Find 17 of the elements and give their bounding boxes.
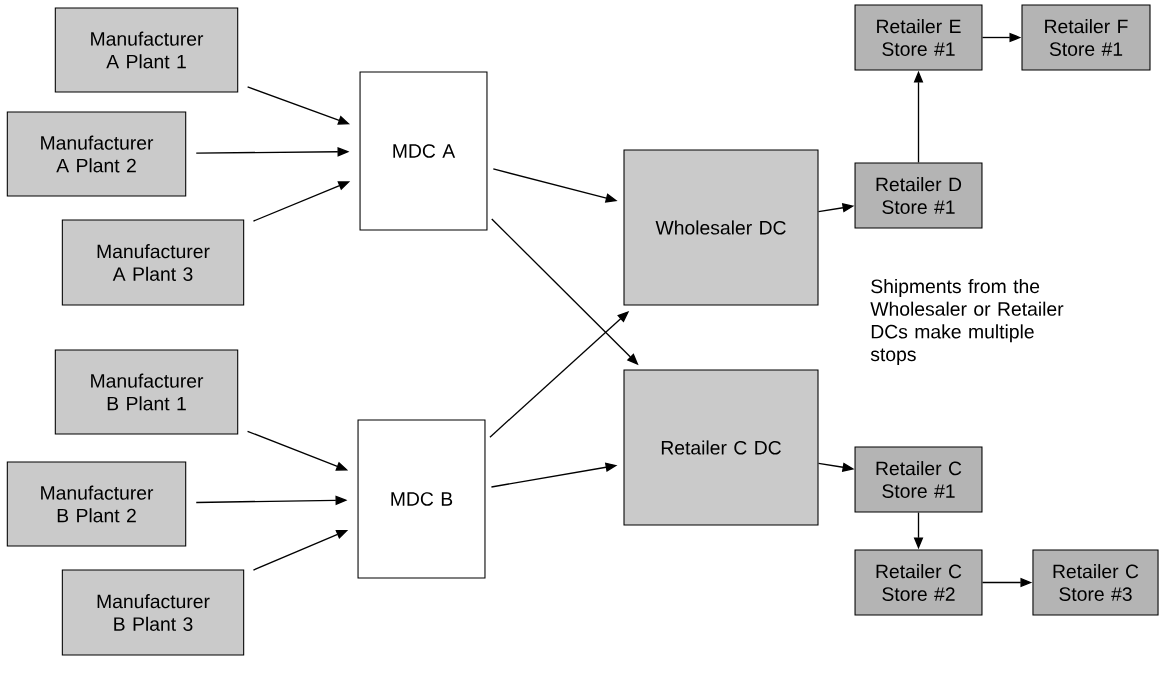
plant-box: Manufacturer A Plant 3 — [61, 219, 245, 306]
store-box: Retailer C Store #3 — [1032, 549, 1159, 616]
store-box: Retailer C Store #2 — [854, 549, 983, 616]
distribution-center-box: Wholesaler DC — [623, 149, 819, 306]
store-box: Retailer E Store #1 — [854, 4, 983, 71]
store-box: Retailer C Store #1 — [854, 446, 983, 513]
store-box: Retailer D Store #1 — [854, 162, 983, 229]
plant-box: Manufacturer B Plant 2 — [6, 461, 187, 547]
plant-box: Manufacturer A Plant 2 — [6, 111, 187, 197]
plant-box: Manufacturer A Plant 1 — [54, 7, 239, 93]
plant-box: Manufacturer B Plant 1 — [54, 349, 239, 435]
plant-box: Manufacturer B Plant 3 — [61, 569, 245, 656]
distribution-center-box: MDC B — [357, 419, 486, 579]
note-text: Shipments from the Wholesaler or Retailer DCs make multiple stops — [870, 279, 1064, 365]
store-box: Retailer F Store #1 — [1021, 4, 1151, 71]
distribution-center-box: Retailer C DC — [623, 369, 819, 526]
distribution-center-box: MDC A — [359, 71, 488, 231]
